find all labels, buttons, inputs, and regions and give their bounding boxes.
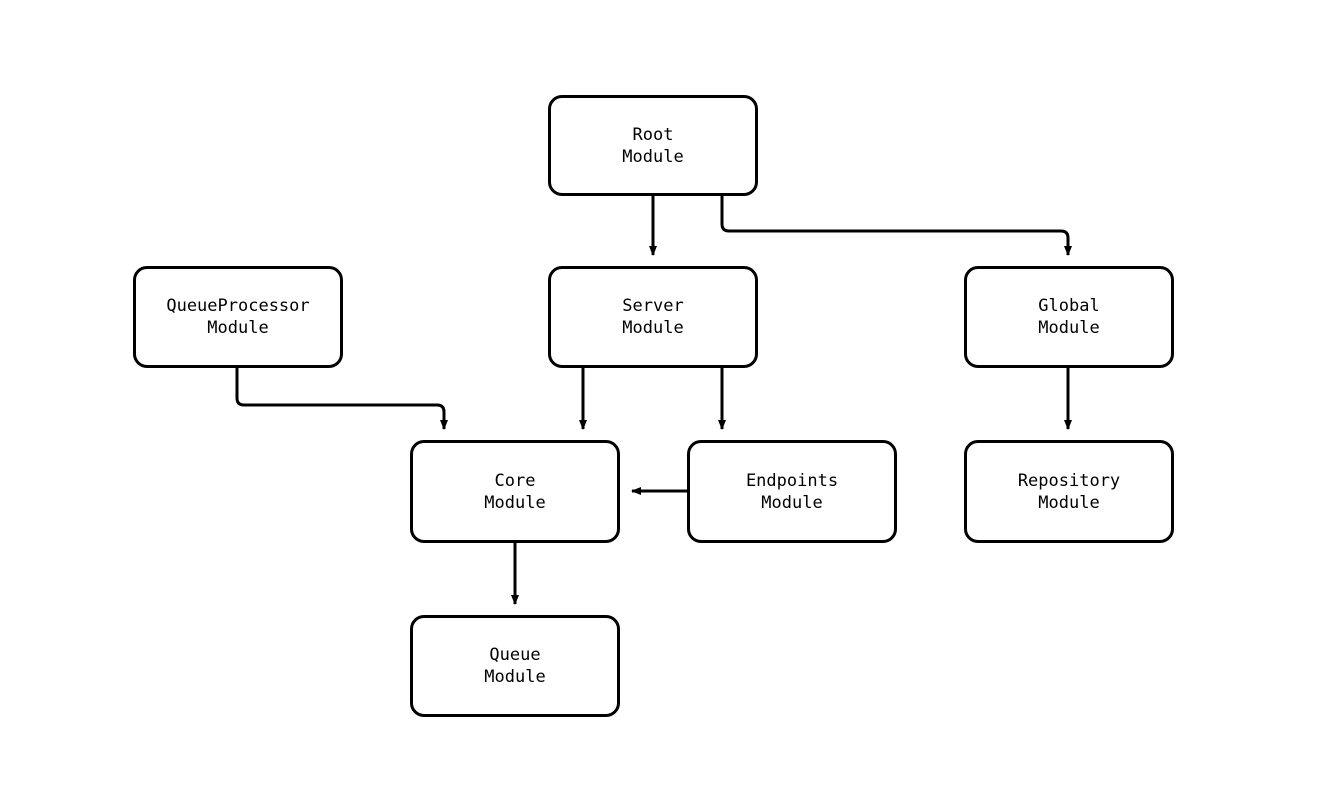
node-core-module[interactable]: Core Module: [410, 440, 620, 543]
edge-root-to-global: [720, 196, 1072, 256]
node-global-module-line2: Module: [1038, 318, 1100, 338]
node-queue-module-line1: Queue: [489, 645, 541, 665]
node-server-module[interactable]: Server Module: [548, 266, 758, 368]
node-endpoints-module-line2: Module: [761, 492, 823, 513]
node-queue-module[interactable]: Queue Module: [410, 615, 620, 717]
node-queueprocessor-module-line2: Module: [207, 318, 269, 338]
node-root-module[interactable]: Root Module: [548, 95, 758, 196]
node-root-module-line1: Root: [632, 124, 674, 145]
node-repository-module-line2: Module: [1038, 492, 1100, 513]
node-core-module-line2: Module: [484, 492, 546, 513]
node-server-module-line2: Module: [622, 318, 684, 338]
node-queue-module-line2: Module: [484, 667, 546, 687]
node-core-module-line1: Core: [494, 470, 536, 491]
node-endpoints-module[interactable]: Endpoints Module: [687, 440, 897, 543]
node-server-module-line1: Server: [622, 296, 684, 316]
node-repository-module[interactable]: Repository Module: [964, 440, 1174, 543]
node-queueprocessor-module[interactable]: QueueProcessor Module: [133, 266, 343, 368]
node-repository-module-line1: Repository: [1017, 470, 1121, 491]
node-global-module-line1: Global: [1038, 296, 1100, 316]
node-global-module[interactable]: Global Module: [964, 266, 1174, 368]
node-endpoints-module-line1: Endpoints: [745, 470, 839, 491]
edge-queueprocessor-to-core: [235, 368, 448, 430]
node-queueprocessor-module-line1: QueueProcessor: [166, 296, 310, 316]
node-root-module-line2: Module: [622, 146, 684, 167]
